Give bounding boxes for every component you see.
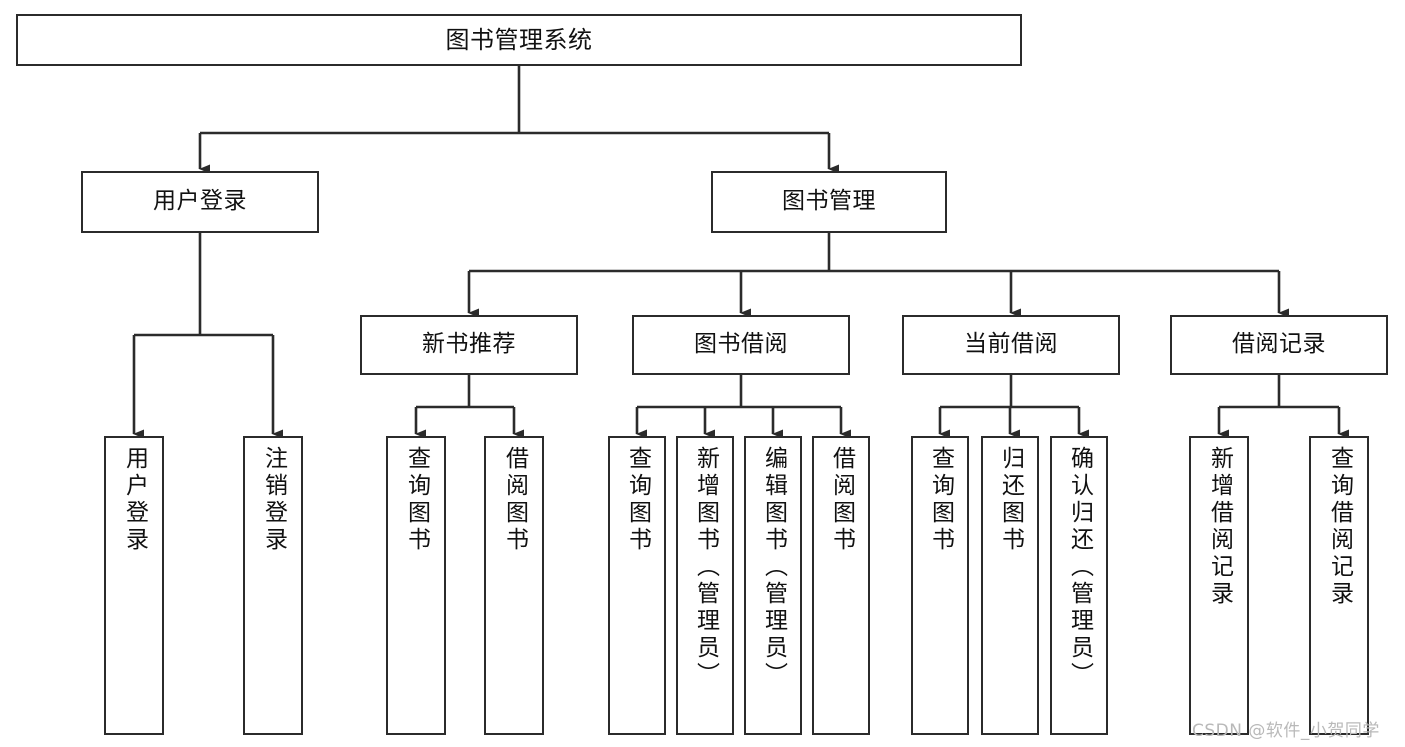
node-label: 查询图书 xyxy=(624,446,651,554)
node-leaf-br-query[interactable]: 查询借阅记录 xyxy=(1309,436,1369,735)
node-leaf-cb-confirm[interactable]: 确认归还（管理员） xyxy=(1050,436,1108,735)
node-leaf-bb-query[interactable]: 查询图书 xyxy=(608,436,666,735)
node-label: 归还图书 xyxy=(997,446,1024,554)
node-leaf-br-add[interactable]: 新增借阅记录 xyxy=(1189,436,1249,735)
node-label: 确认归还（管理员） xyxy=(1066,446,1093,689)
node-label: 查询图书 xyxy=(403,446,430,554)
node-label: 查询图书 xyxy=(927,446,954,554)
node-leaf-cb-return[interactable]: 归还图书 xyxy=(981,436,1039,735)
node-label: 借阅记录 xyxy=(1232,331,1326,358)
node-book-borrow[interactable]: 图书借阅 xyxy=(632,315,850,375)
node-leaf-rec-borrow[interactable]: 借阅图书 xyxy=(484,436,544,735)
node-label: 新增借阅记录 xyxy=(1206,446,1233,608)
node-user-login[interactable]: 用户登录 xyxy=(81,171,319,233)
node-current-borrow[interactable]: 当前借阅 xyxy=(902,315,1120,375)
node-label: 借阅图书 xyxy=(501,446,528,554)
node-label: 用户登录 xyxy=(153,188,247,215)
node-leaf-logout[interactable]: 注销登录 xyxy=(243,436,303,735)
node-leaf-bb-edit[interactable]: 编辑图书（管理员） xyxy=(744,436,802,735)
node-book-manage[interactable]: 图书管理 xyxy=(711,171,947,233)
node-leaf-rec-query[interactable]: 查询图书 xyxy=(386,436,446,735)
node-borrow-record[interactable]: 借阅记录 xyxy=(1170,315,1388,375)
node-label: 用户登录 xyxy=(121,446,148,554)
node-label: 图书管理 xyxy=(782,188,876,215)
node-leaf-bb-add[interactable]: 新增图书（管理员） xyxy=(676,436,734,735)
node-label: 编辑图书（管理员） xyxy=(760,446,787,689)
node-root[interactable]: 图书管理系统 xyxy=(16,14,1022,66)
node-leaf-cb-query[interactable]: 查询图书 xyxy=(911,436,969,735)
node-label: 图书管理系统 xyxy=(445,25,593,54)
node-label: 借阅图书 xyxy=(828,446,855,554)
csdn-watermark: CSDN @软件_小贺同学 xyxy=(1192,721,1380,741)
node-label: 注销登录 xyxy=(260,446,287,554)
node-new-book-rec[interactable]: 新书推荐 xyxy=(360,315,578,375)
node-label: 图书借阅 xyxy=(694,331,788,358)
node-leaf-bb-borrow[interactable]: 借阅图书 xyxy=(812,436,870,735)
node-label: 当前借阅 xyxy=(964,331,1058,358)
node-label: 新增图书（管理员） xyxy=(692,446,719,689)
node-leaf-login[interactable]: 用户登录 xyxy=(104,436,164,735)
node-label: 新书推荐 xyxy=(422,331,516,358)
node-label: 查询借阅记录 xyxy=(1326,446,1353,608)
